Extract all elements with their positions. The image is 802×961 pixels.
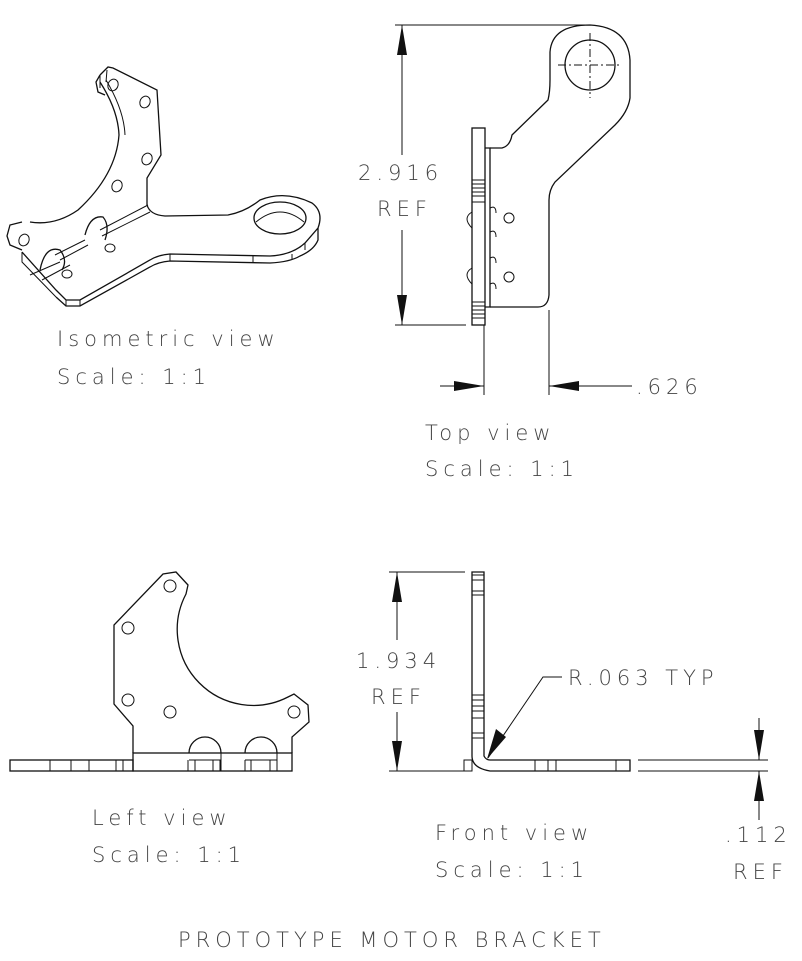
front-height-dimension: 1.934 bbox=[356, 649, 441, 673]
front-height-ref: REF bbox=[371, 685, 426, 709]
top-view bbox=[395, 24, 632, 395]
top-view-label: Top view bbox=[425, 421, 555, 445]
bend-radius-note: R.063 TYP bbox=[568, 666, 719, 690]
top-view-scale: Scale: 1:1 bbox=[425, 457, 579, 481]
left-view-label: Left view bbox=[92, 806, 232, 830]
left-view-scale: Scale: 1:1 bbox=[92, 843, 246, 867]
thickness-ref: REF bbox=[733, 860, 788, 884]
front-view bbox=[389, 571, 768, 820]
drawing-title: PROTOTYPE MOTOR BRACKET bbox=[178, 928, 606, 952]
isometric-view-label: Isometric view bbox=[57, 327, 280, 351]
top-offset-dimension: .626 bbox=[636, 375, 703, 399]
top-height-dimension: 2.916 bbox=[358, 161, 443, 185]
isometric-view-scale: Scale: 1:1 bbox=[57, 365, 211, 389]
top-height-ref: REF bbox=[377, 197, 432, 221]
isometric-view bbox=[6, 66, 321, 307]
left-view bbox=[9, 571, 310, 772]
front-view-scale: Scale: 1:1 bbox=[435, 858, 589, 882]
thickness-dimension: .112 bbox=[725, 823, 792, 847]
front-view-label: Front view bbox=[435, 821, 593, 845]
